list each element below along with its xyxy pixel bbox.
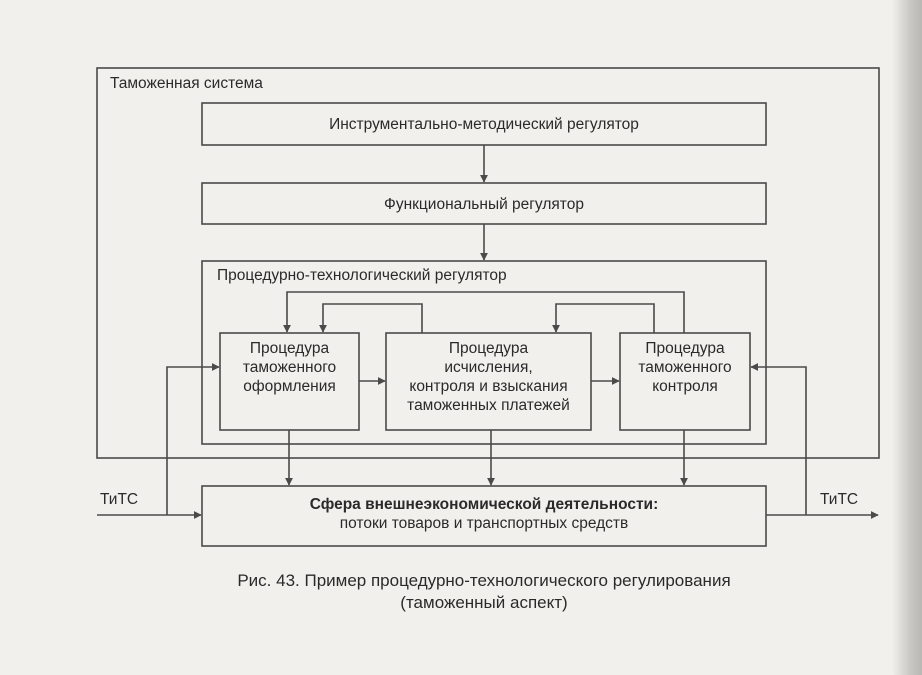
procedure-line: контроля xyxy=(652,378,718,395)
procedural-regulator-label: Процедурно-технологический регулятор xyxy=(217,267,507,284)
customs-system-label: Таможенная система xyxy=(110,75,263,92)
procedure-line: таможенного xyxy=(638,359,732,376)
procedure-registration-text: Процедура таможенного оформления xyxy=(220,339,359,396)
flow-out-to-control xyxy=(750,363,807,515)
procedure-line: таможенных платежей xyxy=(407,397,570,414)
scan-edge-shadow xyxy=(892,0,922,675)
procedure-box-control xyxy=(619,332,751,431)
flow-in-to-registration xyxy=(166,363,220,515)
feedback-control-to-payments xyxy=(552,303,655,333)
fea-sphere-box xyxy=(201,485,767,547)
caption-line-1: Рис. 43. Пример процедурно-технологическ… xyxy=(237,571,731,590)
procedure-line: контроля и взыскания xyxy=(409,378,568,395)
procedure-line: Процедура xyxy=(249,340,330,357)
figure-caption: Рис. 43. Пример процедурно-технологическ… xyxy=(100,570,868,614)
procedure-payments-text: Процедура исчисления, контроля и взыскан… xyxy=(386,339,591,415)
feedback-payments-to-registration xyxy=(319,303,423,333)
fea-sphere-title: Сфера внешнеэкономической деятельности: xyxy=(309,496,659,513)
caption-line-2: (таможенный аспект) xyxy=(400,593,568,612)
functional-regulator-label: Функциональный регулятор xyxy=(384,196,584,213)
fea-sphere-subtitle: потоки товаров и транспортных средств xyxy=(339,515,629,532)
customs-system-box xyxy=(96,67,880,459)
flow-out-label: ТиТС xyxy=(820,491,859,508)
procedure-control-text: Процедура таможенного контроля xyxy=(620,339,750,396)
procedure-line: таможенного xyxy=(242,359,337,376)
feedback-control-to-registration xyxy=(283,291,685,333)
fea-sphere-text: Сфера внешнеэкономической деятельности: … xyxy=(202,495,766,533)
procedure-line: Процедура xyxy=(645,340,725,357)
flow-in-label: ТиТС xyxy=(100,491,139,508)
procedure-line: исчисления, xyxy=(444,359,533,376)
procedure-line: Процедура xyxy=(448,340,529,357)
instrumental-regulator-label: Инструментально-методический регулятор xyxy=(329,116,639,133)
procedural-regulator-box xyxy=(201,260,767,445)
procedure-line: оформления xyxy=(243,378,336,395)
